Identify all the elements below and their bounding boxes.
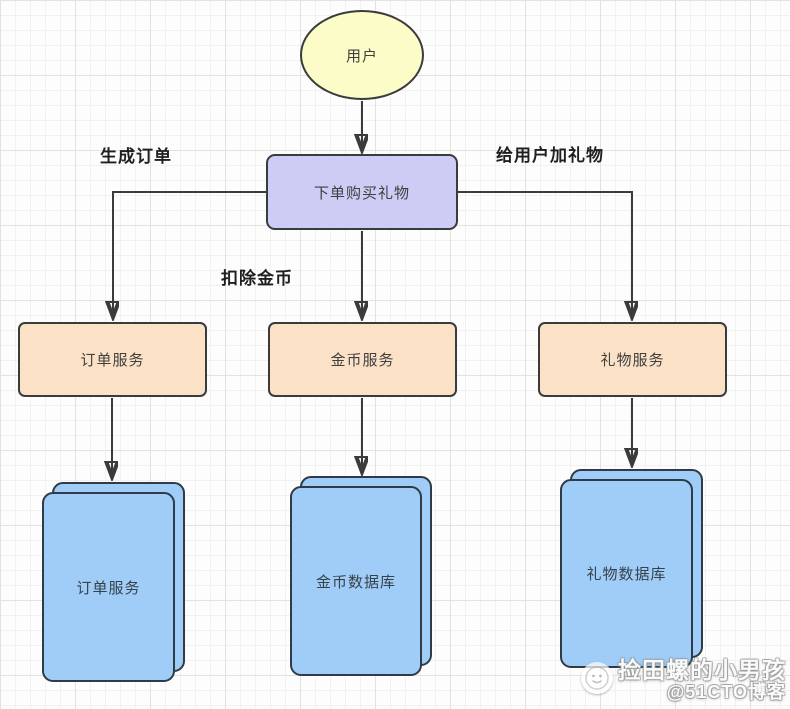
node-coin-service-label: 金币服务 — [330, 352, 395, 369]
stack-front-layer: 礼物数据库 — [560, 479, 693, 668]
edge-label-deduct-coins: 扣除金币 — [221, 269, 293, 288]
node-gift-service: 礼物服务 — [538, 322, 727, 397]
edge-purchase-to-order-service — [113, 191, 266, 317]
watermark-text: 捡田螺的小男孩 @51CTO博客 — [618, 656, 786, 703]
edge-purchase-to-gift-service — [458, 191, 632, 317]
watermark-author: 捡田螺的小男孩 — [618, 656, 786, 683]
node-coin-service: 金币服务 — [268, 322, 457, 397]
watermark-site: @51CTO博客 — [666, 682, 786, 703]
node-purchase-gift-label: 下单购买礼物 — [313, 184, 410, 202]
node-order-database: 订单服务 — [42, 482, 185, 682]
node-user-label: 用户 — [345, 47, 378, 65]
watermark: 捡田螺的小男孩 @51CTO博客 — [581, 656, 786, 703]
watermark-avatar-icon — [581, 661, 613, 694]
node-gift-database: 礼物数据库 — [560, 469, 703, 668]
node-purchase-gift: 下单购买礼物 — [266, 154, 458, 230]
node-user: 用户 — [300, 10, 424, 100]
node-coin-database-label: 金币数据库 — [315, 573, 396, 591]
node-order-service-label: 订单服务 — [80, 352, 145, 369]
node-order-database-label: 订单服务 — [76, 579, 141, 597]
node-coin-database: 金币数据库 — [290, 476, 432, 676]
edge-label-generate-order: 生成订单 — [100, 147, 172, 166]
node-order-service: 订单服务 — [18, 322, 207, 397]
node-gift-database-label: 礼物数据库 — [586, 566, 667, 583]
node-gift-service-label: 礼物服务 — [600, 352, 665, 369]
edge-label-add-gift-to-user: 给用户加礼物 — [496, 146, 604, 165]
stack-front-layer: 金币数据库 — [290, 486, 422, 676]
stack-front-layer: 订单服务 — [42, 492, 175, 682]
